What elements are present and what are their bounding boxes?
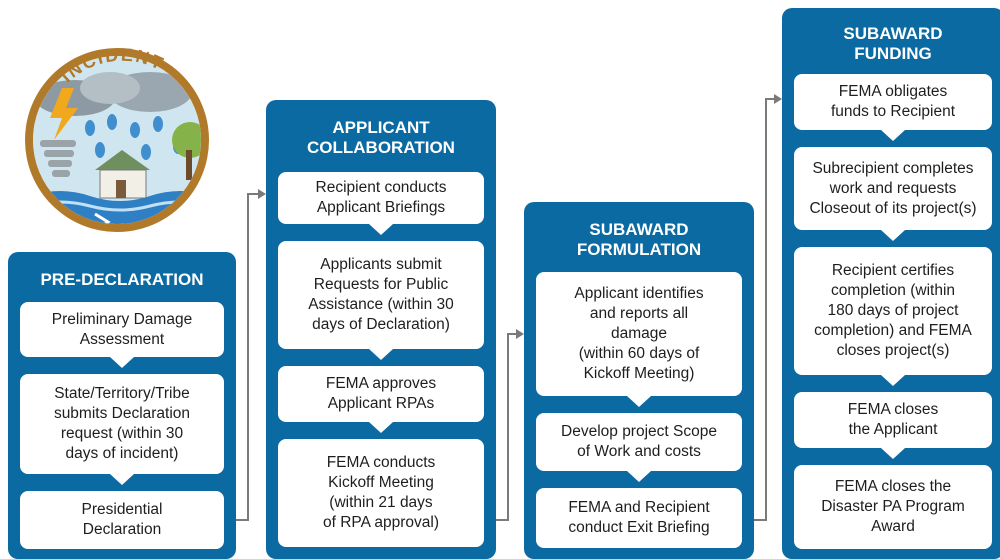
step-close-pa-award: FEMA closes the Disaster PA Program Awar…: [794, 465, 992, 549]
notch-arrow: [369, 422, 393, 433]
step-certify-completion: Recipient certifies completion (within 1…: [794, 247, 992, 375]
notch-arrow: [881, 130, 905, 141]
house-icon: [95, 150, 150, 199]
notch-arrow: [881, 230, 905, 241]
column-title-applicant-collaboration: APPLICANT COLLABORATION: [307, 118, 455, 157]
notch-arrow: [627, 471, 651, 482]
column-title-subaward-formulation: SUBAWARD FORMULATION: [576, 220, 702, 259]
step-presidential-declaration: Presidential Declaration: [20, 491, 224, 549]
column-applicant-collaboration: APPLICANT COLLABORATION Recipient conduc…: [266, 100, 496, 559]
step-applicant-briefings: Recipient conducts Applicant Briefings: [278, 172, 484, 224]
notch-arrow: [369, 224, 393, 235]
column-pre-declaration: PRE-DECLARATION Preliminary Damage Asses…: [8, 252, 236, 559]
column-subaward-funding: SUBAWARD FUNDING FEMA obligates funds to…: [782, 8, 1000, 559]
notch-arrow: [881, 375, 905, 386]
step-exit-briefing: FEMA and Recipient conduct Exit Briefing: [536, 488, 742, 548]
notch-arrow: [110, 357, 134, 368]
step-obligate-funds: FEMA obligates funds to Recipient: [794, 74, 992, 130]
arrowhead-icon: [258, 189, 266, 199]
arrowhead-icon: [516, 329, 524, 339]
notch-arrow: [627, 396, 651, 407]
column-title-subaward-funding: SUBAWARD FUNDING: [843, 24, 943, 63]
notch-arrow: [110, 474, 134, 485]
step-declaration-request: State/Territory/Tribe submits Declaratio…: [20, 374, 224, 474]
step-subrecipient-closeout: Subrecipient completes work and requests…: [794, 147, 992, 230]
lightning-icon: [50, 88, 78, 140]
notch-arrow: [881, 448, 905, 459]
tornado-icon: [40, 140, 76, 177]
column-title-pre-declaration: PRE-DECLARATION: [40, 270, 204, 289]
storm-illustration-icon: [33, 56, 201, 224]
arrowhead-icon: [774, 94, 782, 104]
step-scope-of-work: Develop project Scope of Work and costs: [536, 413, 742, 471]
step-identify-damage: Applicant identifies and reports all dam…: [536, 272, 742, 396]
step-kickoff-meeting: FEMA conducts Kickoff Meeting (within 21…: [278, 439, 484, 547]
connector-2: [496, 333, 520, 521]
column-subaward-formulation: SUBAWARD FORMULATION Applicant identifie…: [524, 202, 754, 559]
step-approve-rpas: FEMA approves Applicant RPAs: [278, 366, 484, 422]
notch-arrow: [369, 349, 393, 360]
connector-1: [236, 193, 262, 521]
step-close-applicant: FEMA closes the Applicant: [794, 392, 992, 448]
step-submit-rpa: Applicants submit Requests for Public As…: [278, 241, 484, 349]
connector-3: [754, 98, 778, 521]
step-preliminary-damage-assessment: Preliminary Damage Assessment: [20, 302, 224, 357]
